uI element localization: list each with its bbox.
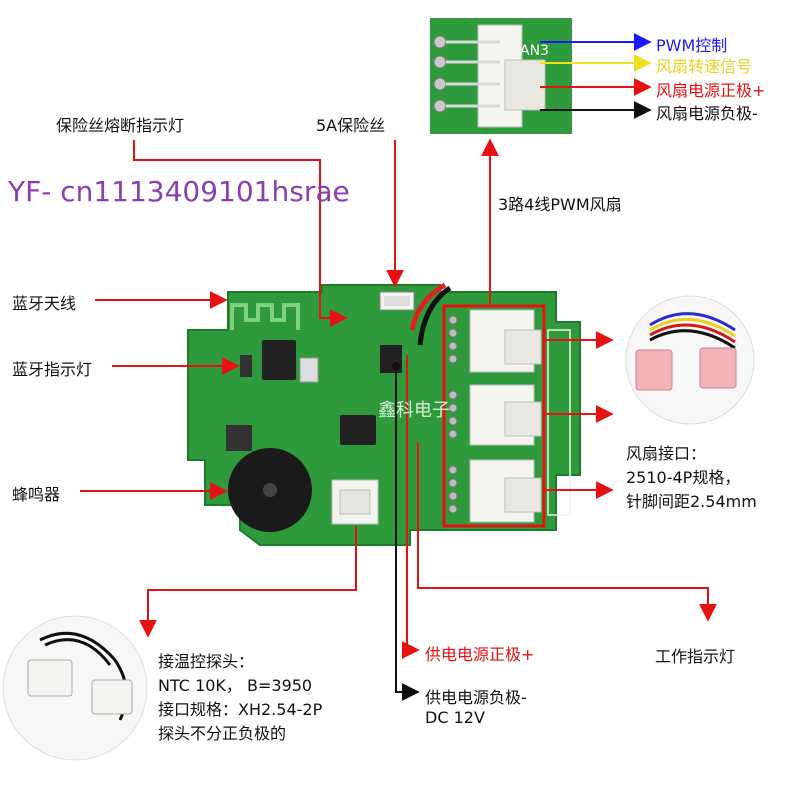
label-bt-indicator: 蓝牙指示灯 [12, 360, 93, 379]
label-fan-3way: 3路4线PWM风扇 [498, 195, 622, 214]
label-fan-port-line3: 针脚间距2.54mm [626, 492, 757, 511]
main-pcb [187, 282, 581, 546]
label-temp-probe-line1: 接温控探头： [158, 652, 255, 671]
label-fan-port-line2: 2510-4P规格， [626, 468, 741, 487]
ntc-probe-photo [2, 615, 148, 761]
label-fuse-5a: 5A保险丝 [316, 116, 386, 135]
label-fan-power-positive: 风扇电源正极+ [656, 81, 766, 100]
label-pwm-control: PWM控制 [656, 36, 728, 55]
label-fan-power-negative: 风扇电源负极- [656, 104, 758, 123]
label-power-negative-line1: 供电电源负极- [425, 688, 527, 707]
label-temp-probe-line3: 接口规格：XH2.54-2P [158, 700, 323, 719]
label-temp-probe-line2: NTC 10K， B=3950 [158, 676, 313, 695]
label-fuse-indicator: 保险丝熔断指示灯 [56, 116, 185, 135]
fan-connector-closeup: AN3 [430, 18, 572, 134]
label-temp-probe-line4: 探头不分正负极的 [158, 724, 287, 743]
label-buzzer: 蜂鸣器 [12, 485, 61, 504]
label-work-indicator: 工作指示灯 [655, 647, 736, 666]
pcb-overlay-text: 鑫科电子 [378, 400, 450, 421]
watermark-text: YF- cn1113409101hsrae [8, 175, 350, 208]
label-power-positive: 供电电源正极+ [425, 645, 535, 664]
label-fan-speed-signal: 风扇转速信号 [656, 57, 753, 76]
label-fan-port-line1: 风扇接口： [626, 444, 707, 463]
label-power-negative-line2: DC 12V [425, 708, 485, 727]
svg-text:AN3: AN3 [520, 43, 549, 59]
fan-cable-photo [625, 295, 755, 425]
label-bt-antenna: 蓝牙天线 [12, 294, 77, 313]
